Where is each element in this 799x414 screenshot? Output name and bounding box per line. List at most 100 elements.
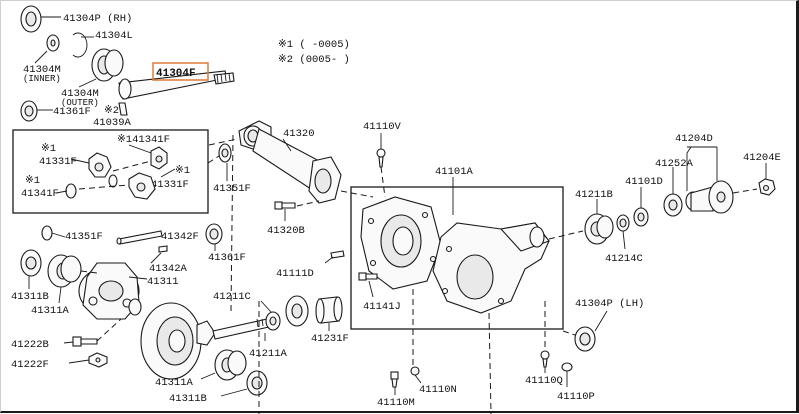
label-41110M: 41110M (377, 397, 415, 409)
label-41311: 41311 (147, 276, 179, 288)
label-41110P: 41110P (557, 391, 595, 403)
oil-seal-41252A[interactable] (663, 193, 683, 217)
bearing-41311A-left[interactable] (47, 254, 82, 288)
label-41304M-outer-sub: (OUTER) (61, 98, 99, 108)
label-41252A: 41252A (655, 158, 694, 170)
label-41110V: 41110V (363, 121, 402, 133)
label-41361F-mid: 41361F (208, 252, 246, 264)
bearing-41211B[interactable] (584, 213, 614, 245)
label-41304M-outer: 41304M (61, 88, 99, 100)
bearing-41101D[interactable] (633, 207, 649, 227)
spacer-41214C[interactable] (616, 214, 630, 232)
label-41039A: 41039A (93, 117, 132, 129)
label-star1-c: ※1 (25, 175, 40, 187)
gasket-41110P[interactable] (561, 362, 573, 372)
breather-41110V[interactable] (376, 148, 386, 168)
pinion-gear-right[interactable] (150, 146, 168, 170)
label-41311A-left: 41311A (31, 305, 70, 317)
thrust-washer-right[interactable] (108, 174, 118, 188)
companion-flange-41204D[interactable] (685, 180, 734, 214)
label-41311B-bottom: 41311B (169, 393, 207, 405)
label-41331F-a: 41331F (39, 156, 77, 168)
label-41320B: 41320B (267, 225, 305, 237)
bolt-41320B[interactable] (274, 201, 296, 210)
label-41304M-inner-sub: (INNER) (23, 74, 61, 84)
side-gear-lower[interactable] (128, 172, 156, 200)
bolt-41110M[interactable] (390, 371, 399, 388)
pinion-shaft-41342F[interactable] (116, 230, 163, 245)
label-41214C: 41214C (605, 253, 643, 265)
washer-41351F-right[interactable] (218, 143, 232, 163)
label-star1-a: ※1 (41, 143, 56, 155)
plug-41110Q[interactable] (540, 350, 550, 368)
label-41141J: 41141J (363, 301, 401, 313)
shaft-spline-41039A[interactable] (118, 102, 128, 116)
snap-ring-41304L[interactable] (72, 32, 88, 58)
gasket-41361F-top[interactable] (20, 100, 38, 122)
oil-seal-41304P-lh[interactable] (574, 326, 596, 352)
label-41304P-lh: 41304P (LH) (575, 298, 644, 310)
label-41311B-left: 41311B (11, 291, 49, 303)
bearing-41304M[interactable] (91, 48, 124, 82)
axle-tube-41320[interactable] (238, 120, 342, 204)
label-41222F: 41222F (11, 359, 49, 371)
lock-pin-41342A[interactable] (158, 245, 168, 253)
side-gear-left[interactable] (88, 152, 112, 178)
bearing-race-41311B-bottom[interactable] (246, 370, 268, 396)
label-41304P-rh: 41304P (RH) (63, 13, 132, 25)
label-41342A: 41342A (149, 263, 188, 275)
label-41204E: 41204E (743, 152, 781, 164)
differential-case-41311[interactable] (78, 262, 142, 320)
collar-41231F[interactable] (315, 296, 343, 324)
bearing-41231F[interactable] (285, 295, 309, 327)
label-41351F-left: 41351F (65, 231, 103, 243)
plug-41111D[interactable] (330, 250, 345, 259)
axle-shaft-41304F[interactable] (118, 70, 235, 100)
carrier-cover[interactable] (360, 196, 442, 290)
bolt-41141J[interactable] (358, 272, 378, 281)
label-41342F: 41342F (161, 231, 199, 243)
label-41311A-bottom: 41311A (155, 377, 194, 389)
label-41211B: 41211B (575, 189, 613, 201)
label-41331F-b: 41331F (151, 179, 189, 191)
carrier-case-group-box (350, 186, 564, 330)
drive-pinion[interactable] (196, 318, 270, 346)
snap-ring-small[interactable] (46, 34, 60, 52)
label-41320: 41320 (283, 128, 315, 140)
legend-note-1: ※1 ( -0005) (278, 39, 350, 51)
label-41341F-left: 41341F (21, 188, 59, 200)
thrust-washer-left[interactable] (65, 183, 77, 199)
label-41211C: 41211C (213, 291, 251, 303)
label-41111D: 41111D (276, 268, 314, 280)
label-41211A: 41211A (249, 348, 288, 360)
gasket-41361F-mid[interactable] (205, 223, 223, 245)
bearing-race-41311B-left[interactable] (20, 249, 42, 277)
plug-41110N[interactable] (410, 366, 420, 376)
label-41304M-inner: 41304M (23, 64, 61, 76)
label-star1-141341F: ※141341F (117, 134, 170, 146)
differential-carrier-41101A[interactable] (432, 222, 550, 314)
label-41110Q: 41110Q (525, 375, 563, 387)
bearing-41311A-bottom[interactable] (214, 349, 247, 381)
label-star2: ※2 (104, 105, 119, 117)
label-41101D: 41101D (625, 176, 663, 188)
legend-note-2: ※2 (0005- ) (278, 54, 350, 66)
part-number-highlight-41304F (152, 62, 209, 81)
label-star1-b: ※1 (175, 165, 190, 177)
oil-seal-41304P-rh[interactable] (20, 5, 42, 33)
differential-pinion-group-box (12, 129, 209, 214)
lock-plate-41222F[interactable] (88, 352, 108, 368)
label-41222B: 41222B (11, 339, 49, 351)
label-41204D: 41204D (675, 133, 713, 145)
label-41304F: 41304F (156, 68, 196, 80)
label-41110N: 41110N (419, 384, 457, 396)
label-41101A: 41101A (435, 166, 474, 178)
bolt-41222B[interactable] (72, 336, 98, 347)
washer-41351F-left[interactable] (41, 225, 53, 241)
spacer-41211C[interactable] (265, 311, 281, 331)
label-41231F: 41231F (311, 333, 349, 345)
ring-gear[interactable] (140, 302, 202, 380)
nut-41204E[interactable] (758, 178, 776, 196)
